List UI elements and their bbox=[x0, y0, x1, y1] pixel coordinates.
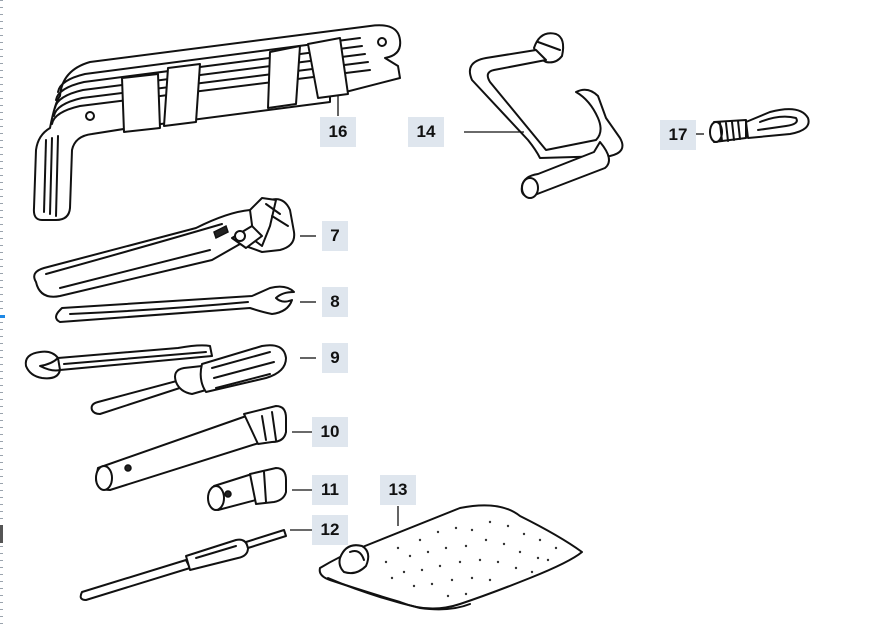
callout-11[interactable]: 11 bbox=[312, 475, 348, 505]
spark-plug-socket-drawing[interactable] bbox=[207, 467, 316, 511]
callout-17[interactable]: 17 bbox=[660, 120, 696, 150]
edge-mark bbox=[0, 525, 3, 543]
callout-14[interactable]: 14 bbox=[408, 117, 444, 147]
wheel-brace-drawing[interactable] bbox=[464, 32, 624, 199]
selection-tick bbox=[0, 315, 5, 318]
screwdriver-drawing[interactable] bbox=[24, 344, 316, 415]
callout-7[interactable]: 7 bbox=[322, 221, 348, 251]
towing-eye-drawing[interactable] bbox=[692, 108, 810, 143]
tommy-bar-drawing[interactable] bbox=[79, 529, 316, 601]
callout-13[interactable]: 13 bbox=[380, 475, 416, 505]
callout-16[interactable]: 16 bbox=[320, 117, 356, 147]
box-spanner-drawing[interactable] bbox=[95, 405, 316, 491]
tool-roll-drawing[interactable] bbox=[32, 24, 402, 221]
callout-12[interactable]: 12 bbox=[312, 515, 348, 545]
callout-8[interactable]: 8 bbox=[322, 287, 348, 317]
open-end-wrench-drawing[interactable] bbox=[55, 285, 316, 323]
callout-10[interactable]: 10 bbox=[312, 417, 348, 447]
callout-9[interactable]: 9 bbox=[322, 343, 348, 373]
pliers-drawing[interactable] bbox=[33, 197, 316, 298]
page-edge-dots bbox=[0, 0, 3, 624]
cloth-bag-drawing[interactable] bbox=[318, 504, 583, 611]
